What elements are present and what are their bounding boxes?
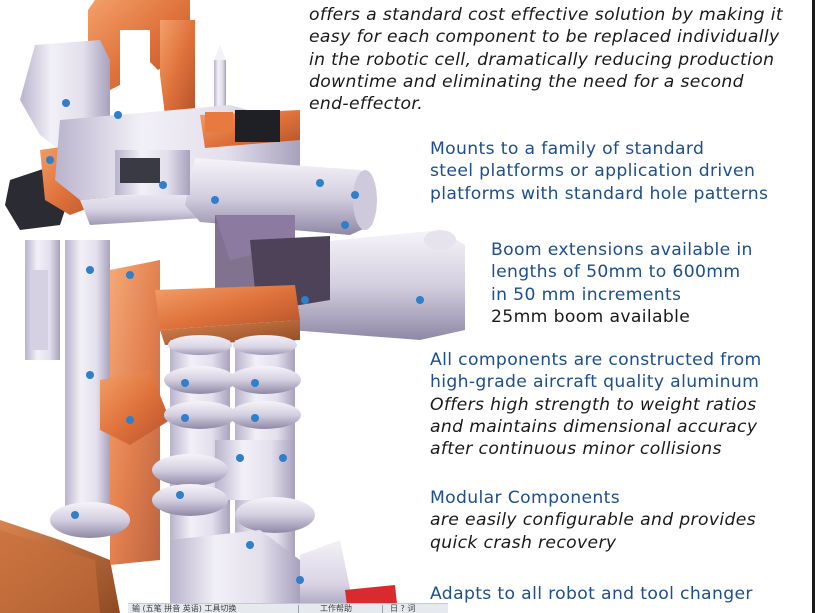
intro-line: easy for each component to be replaced i… xyxy=(309,27,780,48)
toolbar-divider xyxy=(382,605,383,613)
feature-heading-line: high-grade aircraft quality aluminum xyxy=(430,372,760,393)
feature-aluminum: All components are constructed from high… xyxy=(430,349,762,460)
feature-heading-line: steel platforms or application driven xyxy=(430,161,756,182)
feature-heading-line: platforms with standard hole patterns xyxy=(430,183,769,204)
feature-detail-line: and maintains dimensional accuracy xyxy=(430,416,758,437)
ime-mode-item[interactable]: 输 (五笔 拼音 英语) 工具切换 xyxy=(132,604,237,613)
intro-line: end-effector. xyxy=(309,94,424,115)
feature-platforms: Mounts to a family of standard steel pla… xyxy=(430,138,768,205)
intro-line: offers a standard cost effective solutio… xyxy=(309,5,783,25)
feature-heading-line: Adapts to all robot and tool changer xyxy=(430,584,753,604)
robot-end-effector-tooling-icon xyxy=(0,0,465,613)
feature-heading-line: Modular Components xyxy=(430,488,621,508)
intro-paragraph: offers a standard cost effective solutio… xyxy=(309,4,783,115)
feature-detail-line: quick crash recovery xyxy=(430,532,617,553)
feature-heading-line: in 50 mm increments xyxy=(491,284,682,305)
feature-detail-line: Offers high strength to weight ratios xyxy=(430,394,757,415)
feature-modular-components: Modular Components are easily configurab… xyxy=(430,487,756,554)
feature-note: 25mm boom available xyxy=(491,306,691,327)
intro-line: downtime and eliminating the need for a … xyxy=(309,71,744,92)
page-edge-divider xyxy=(812,0,815,613)
feature-heading-line: lengths of 50mm to 600mm xyxy=(491,262,741,283)
ime-tools-item[interactable]: 日 ? 词 xyxy=(390,604,416,613)
feature-heading-line: Boom extensions available in xyxy=(491,240,753,260)
intro-line: in the robotic cell, dramatically reduci… xyxy=(309,49,775,70)
feature-detail-line: are easily configurable and provides xyxy=(430,510,756,531)
ime-help-item[interactable]: 工作帮助 xyxy=(320,604,352,613)
toolbar-divider xyxy=(298,605,299,613)
feature-heading-line: All components are constructed from xyxy=(430,350,762,370)
feature-heading-line: Mounts to a family of standard xyxy=(430,139,705,159)
ime-toolbar[interactable]: 输 (五笔 拼音 英语) 工具切换 工作帮助 日 ? 词 xyxy=(128,603,448,613)
feature-boom-extensions: Boom extensions available in lengths of … xyxy=(491,239,753,328)
feature-detail-line: after continuous minor collisions xyxy=(430,439,722,460)
feature-adapts: Adapts to all robot and tool changer xyxy=(430,583,753,605)
